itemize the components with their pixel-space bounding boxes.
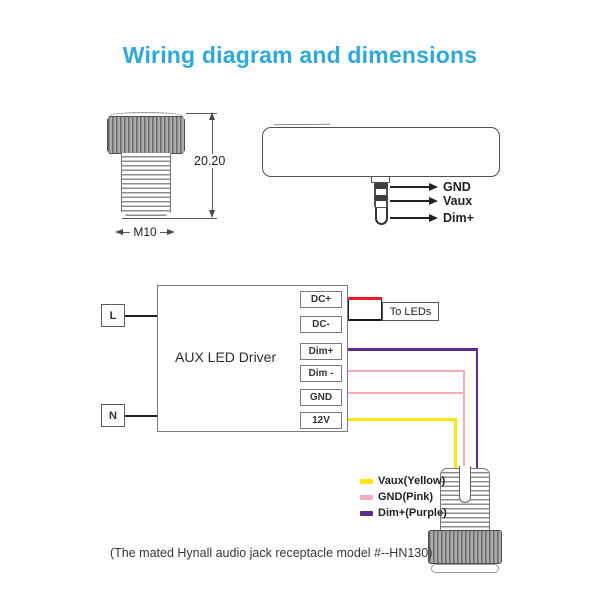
screw-knurled-head [107,116,185,154]
purple-swatch-icon [360,510,373,516]
jack-plug-collar [371,176,390,183]
terminal-neutral: N [101,404,125,427]
sensor-body [262,127,500,177]
pink-swatch-icon [360,494,373,500]
legend-item-gnd: GND(Pink) [360,490,433,504]
sensor-body-lip [273,123,331,126]
page-title: Wiring diagram and dimensions [122,42,478,68]
jack-plug-insulator [374,189,388,195]
legend-label: Vaux(Yellow) [378,475,446,487]
arrow-left-icon [115,229,123,235]
terminal-dim-plus: Dim+ [300,343,342,360]
to-leds-box: To LEDs [382,302,439,321]
wire-vaux-v [454,418,457,469]
footnote: (The mated Hynall audio jack receptacle … [110,546,433,560]
pin-label-dim: Dim+ [443,211,474,225]
receptacle-flange [431,564,499,573]
terminal-dc-plus: DC+ [300,291,342,308]
arrow-right-icon [429,214,438,222]
jack-plug-ring [374,195,388,201]
arrow-right-icon [167,229,175,235]
wire-dim-minus-h [348,370,465,373]
led-connector [348,297,382,321]
height-dimension-value: 20.20 [192,154,228,168]
wire-vaux-h [348,418,456,421]
legend-item-dim: Dim+(Purple) [360,506,447,520]
pin-callout-line [390,200,429,202]
led-driver-label: AUX LED Driver [175,349,277,365]
arrow-right-icon [429,197,438,205]
wire-gnd-v [463,370,466,469]
wire-dc-minus [348,319,382,321]
wire-dim-plus-v [475,348,478,469]
jack-plug-insulator [374,201,388,207]
jack-plug-tip [374,207,388,225]
arrow-up-icon [209,112,215,120]
receptacle-slot [459,466,471,503]
dimension-extension-bottom [122,218,217,219]
wire-dc-plus [348,297,382,300]
arrow-right-icon [429,183,438,191]
live-wire [125,315,158,317]
terminal-gnd: GND [300,389,342,406]
jack-plug-ring [374,183,388,189]
legend-label: Dim+(Purple) [378,507,447,519]
receptacle-knurled-nut [428,530,502,564]
neutral-wire [125,415,158,417]
terminal-dc-minus: DC- [300,316,342,333]
terminal-dim-minus: Dim - [300,365,342,382]
pin-label-gnd: GND [443,180,471,194]
terminal-12v: 12V [300,412,342,429]
legend-label: GND(Pink) [378,491,433,503]
legend-item-vaux: Vaux(Yellow) [360,474,445,488]
wire-gnd-h [348,392,465,395]
pin-callout-line [390,217,429,219]
yellow-swatch-icon [360,478,373,484]
thread-dimension: M10 [115,225,175,239]
pin-label-vaux: Vaux [443,194,473,208]
screw-threads [121,153,171,218]
wire-dim-plus-h [348,348,478,351]
terminal-live: L [101,304,125,327]
thread-dimension-value: M10 [133,225,157,239]
pin-callout-line [390,186,429,188]
dimension-extension-top [186,113,217,114]
arrow-down-icon [209,210,215,218]
